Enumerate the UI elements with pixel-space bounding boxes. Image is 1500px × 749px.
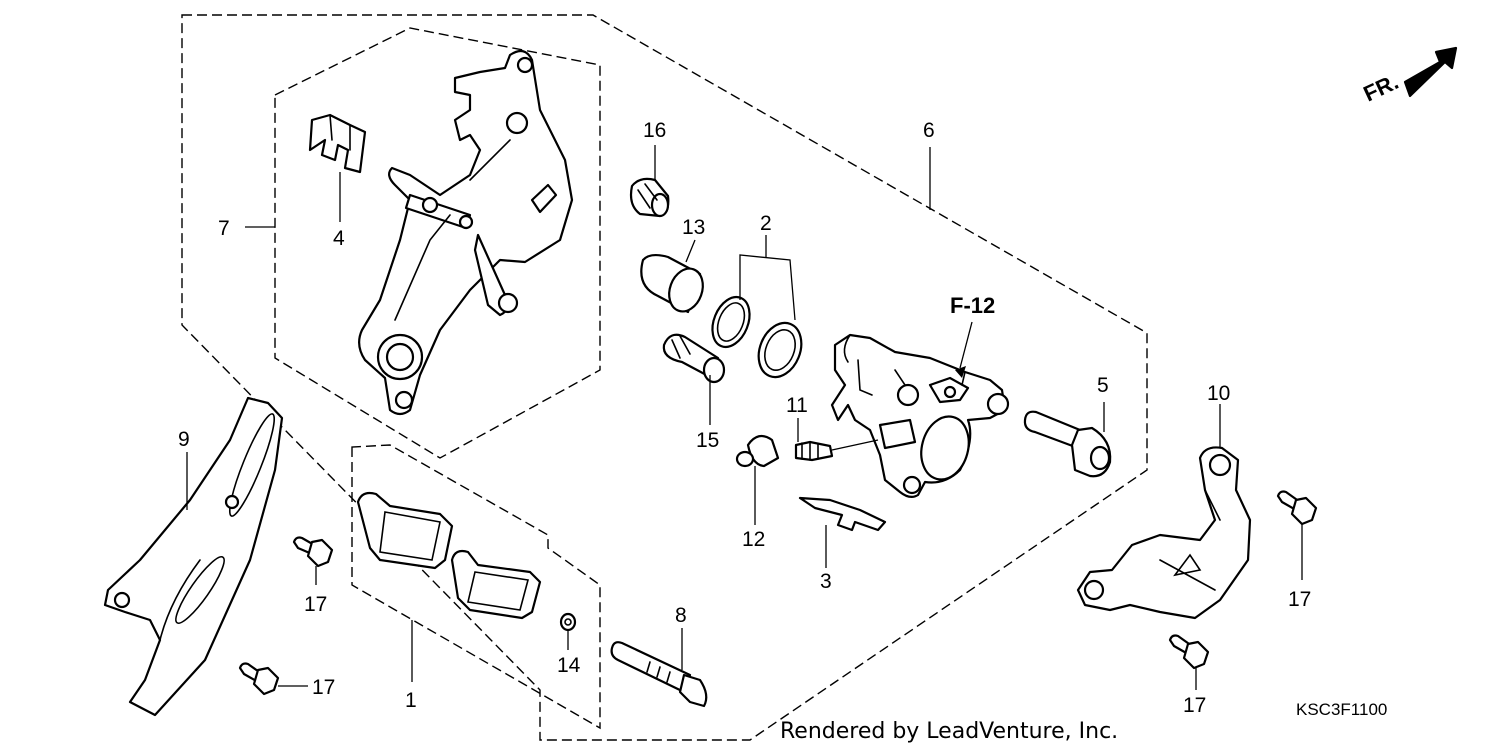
brake-pads — [356, 491, 542, 620]
bleeder-cap — [629, 177, 670, 218]
credit-text: Rendered by LeadVenture, Inc. — [780, 719, 1118, 744]
callout-3: 3 — [820, 570, 832, 593]
callout-14: 14 — [557, 654, 581, 677]
callout-17-a: 17 — [304, 593, 327, 616]
callout-17-c: 17 — [1288, 588, 1311, 611]
bleeder-valve — [794, 439, 879, 462]
caliper-guard — [1076, 446, 1252, 620]
callout-2: 2 — [760, 212, 772, 235]
caliper-assembly-outline — [181, 14, 1148, 741]
piston-seals — [711, 295, 803, 379]
diagram-code: KSC3F1100 — [1296, 700, 1387, 719]
front-direction-arrow: FR. — [1360, 46, 1458, 107]
callout-12: 12 — [742, 528, 765, 551]
disc-guard — [103, 396, 284, 717]
caliper-bracket — [358, 49, 574, 416]
direction-label: FR. — [1360, 69, 1403, 107]
callout-6: 6 — [923, 119, 935, 142]
leader-lines — [186, 145, 1303, 690]
bolt-b — [238, 662, 280, 696]
bracket-assembly-outline — [274, 27, 601, 459]
pad-pin — [610, 641, 708, 708]
callout-13: 13 — [682, 216, 705, 239]
callout-5: 5 — [1097, 374, 1109, 397]
caliper-body — [830, 333, 1010, 499]
callout-4: 4 — [333, 227, 345, 250]
callout-17-d: 17 — [1183, 694, 1206, 717]
callout-1: 1 — [405, 689, 417, 712]
pin-bolt — [1023, 410, 1112, 478]
washer — [559, 612, 577, 632]
pad-spring — [798, 496, 887, 532]
callout-9: 9 — [178, 428, 190, 451]
pad-retainer-clip — [308, 113, 367, 174]
reference-label: F-12 — [950, 293, 995, 318]
bleeder-cap-small — [735, 434, 780, 468]
bolt-c — [1276, 490, 1318, 526]
callout-16: 16 — [643, 119, 666, 142]
callout-11: 11 — [786, 394, 808, 417]
callout-15: 15 — [696, 429, 719, 452]
callout-17-b: 17 — [312, 676, 335, 699]
callout-10: 10 — [1207, 382, 1230, 405]
slide-pin — [662, 333, 726, 384]
bolt-d — [1168, 634, 1210, 670]
bolt-a — [292, 536, 334, 568]
pad-set-outline — [351, 444, 601, 730]
callout-8: 8 — [675, 604, 687, 627]
caliper-piston — [640, 253, 704, 314]
callout-7: 7 — [218, 217, 230, 240]
